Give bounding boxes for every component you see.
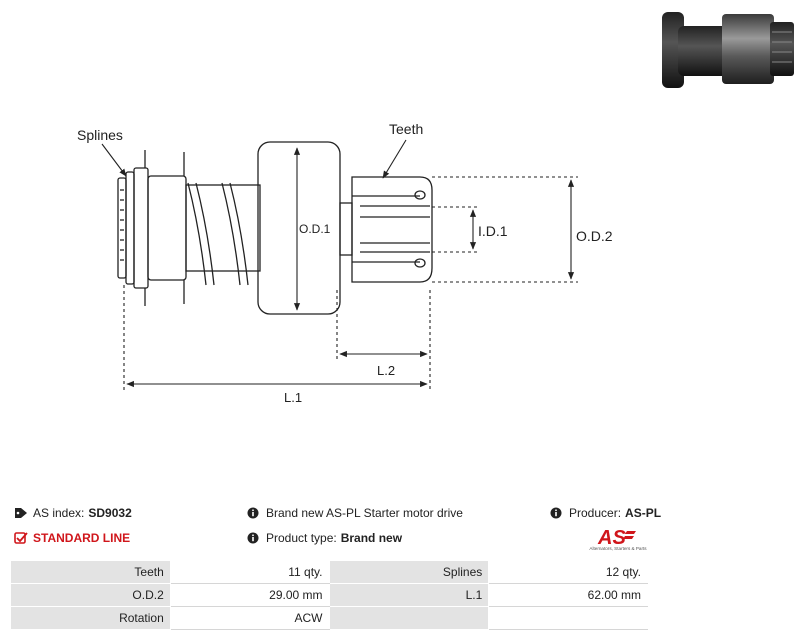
spec-key: Teeth	[10, 560, 171, 584]
spec-value: 62.00 mm	[488, 583, 648, 607]
product-type-value: Brand new	[340, 531, 403, 545]
as-index-label: AS index:	[33, 506, 85, 520]
standard-line: STANDARD LINE	[14, 531, 130, 545]
l2-label: L.2	[377, 363, 395, 378]
l1-label: L.1	[284, 390, 302, 405]
product-type-label: Product type:	[266, 531, 337, 545]
table-row: Teeth 11 qty. Splines 12 qty.	[10, 560, 648, 584]
id1-label: I.D.1	[478, 223, 508, 239]
logo-text: AS	[597, 527, 626, 549]
od1-label: O.D.1	[299, 222, 331, 236]
description-text: Brand new AS-PL Starter motor drive	[266, 506, 463, 520]
producer-label: Producer:	[569, 506, 622, 520]
producer-value: AS-PL	[625, 506, 662, 520]
teeth-label: Teeth	[389, 121, 423, 137]
logo-tagline: Alternators, Starters & Parts	[589, 546, 647, 551]
product-photo	[662, 12, 794, 88]
spec-key: L.1	[328, 583, 490, 607]
as-index-value: SD9032	[88, 506, 132, 520]
spec-value	[488, 606, 648, 630]
product-type: Product type: Brand new	[247, 531, 402, 545]
technical-drawing: Splines Teeth O.D.1 I.D.1 O.D.2 L.2 L.1	[77, 121, 613, 405]
info-icon	[247, 532, 259, 544]
spec-key: Splines	[328, 560, 490, 584]
info-icon	[247, 507, 259, 519]
dimension-lines	[101, 139, 578, 390]
table-row: Rotation ACW	[10, 606, 648, 630]
spec-key: O.D.2	[10, 583, 171, 607]
info-icon	[550, 507, 562, 519]
as-index: AS index: SD9032	[14, 506, 132, 520]
spec-key	[328, 606, 490, 630]
check-square-icon	[14, 532, 28, 544]
spec-value: 12 qty.	[488, 560, 648, 584]
description: Brand new AS-PL Starter motor drive	[247, 506, 463, 520]
as-pl-logo: AS	[597, 527, 636, 549]
drive-outline	[117, 141, 433, 315]
spec-value: 29.00 mm	[169, 583, 330, 607]
specs-table: Teeth 11 qty. Splines 12 qty. O.D.2 29.0…	[10, 560, 648, 630]
spec-key: Rotation	[10, 606, 171, 630]
standard-line-label: STANDARD LINE	[33, 531, 131, 545]
od2-label: O.D.2	[576, 228, 613, 244]
producer: Producer: AS-PL	[550, 506, 661, 520]
spec-value: ACW	[169, 606, 330, 630]
table-row: O.D.2 29.00 mm L.1 62.00 mm	[10, 583, 648, 607]
tag-icon	[15, 508, 27, 518]
spec-value: 11 qty.	[169, 560, 330, 584]
splines-label: Splines	[77, 127, 123, 143]
